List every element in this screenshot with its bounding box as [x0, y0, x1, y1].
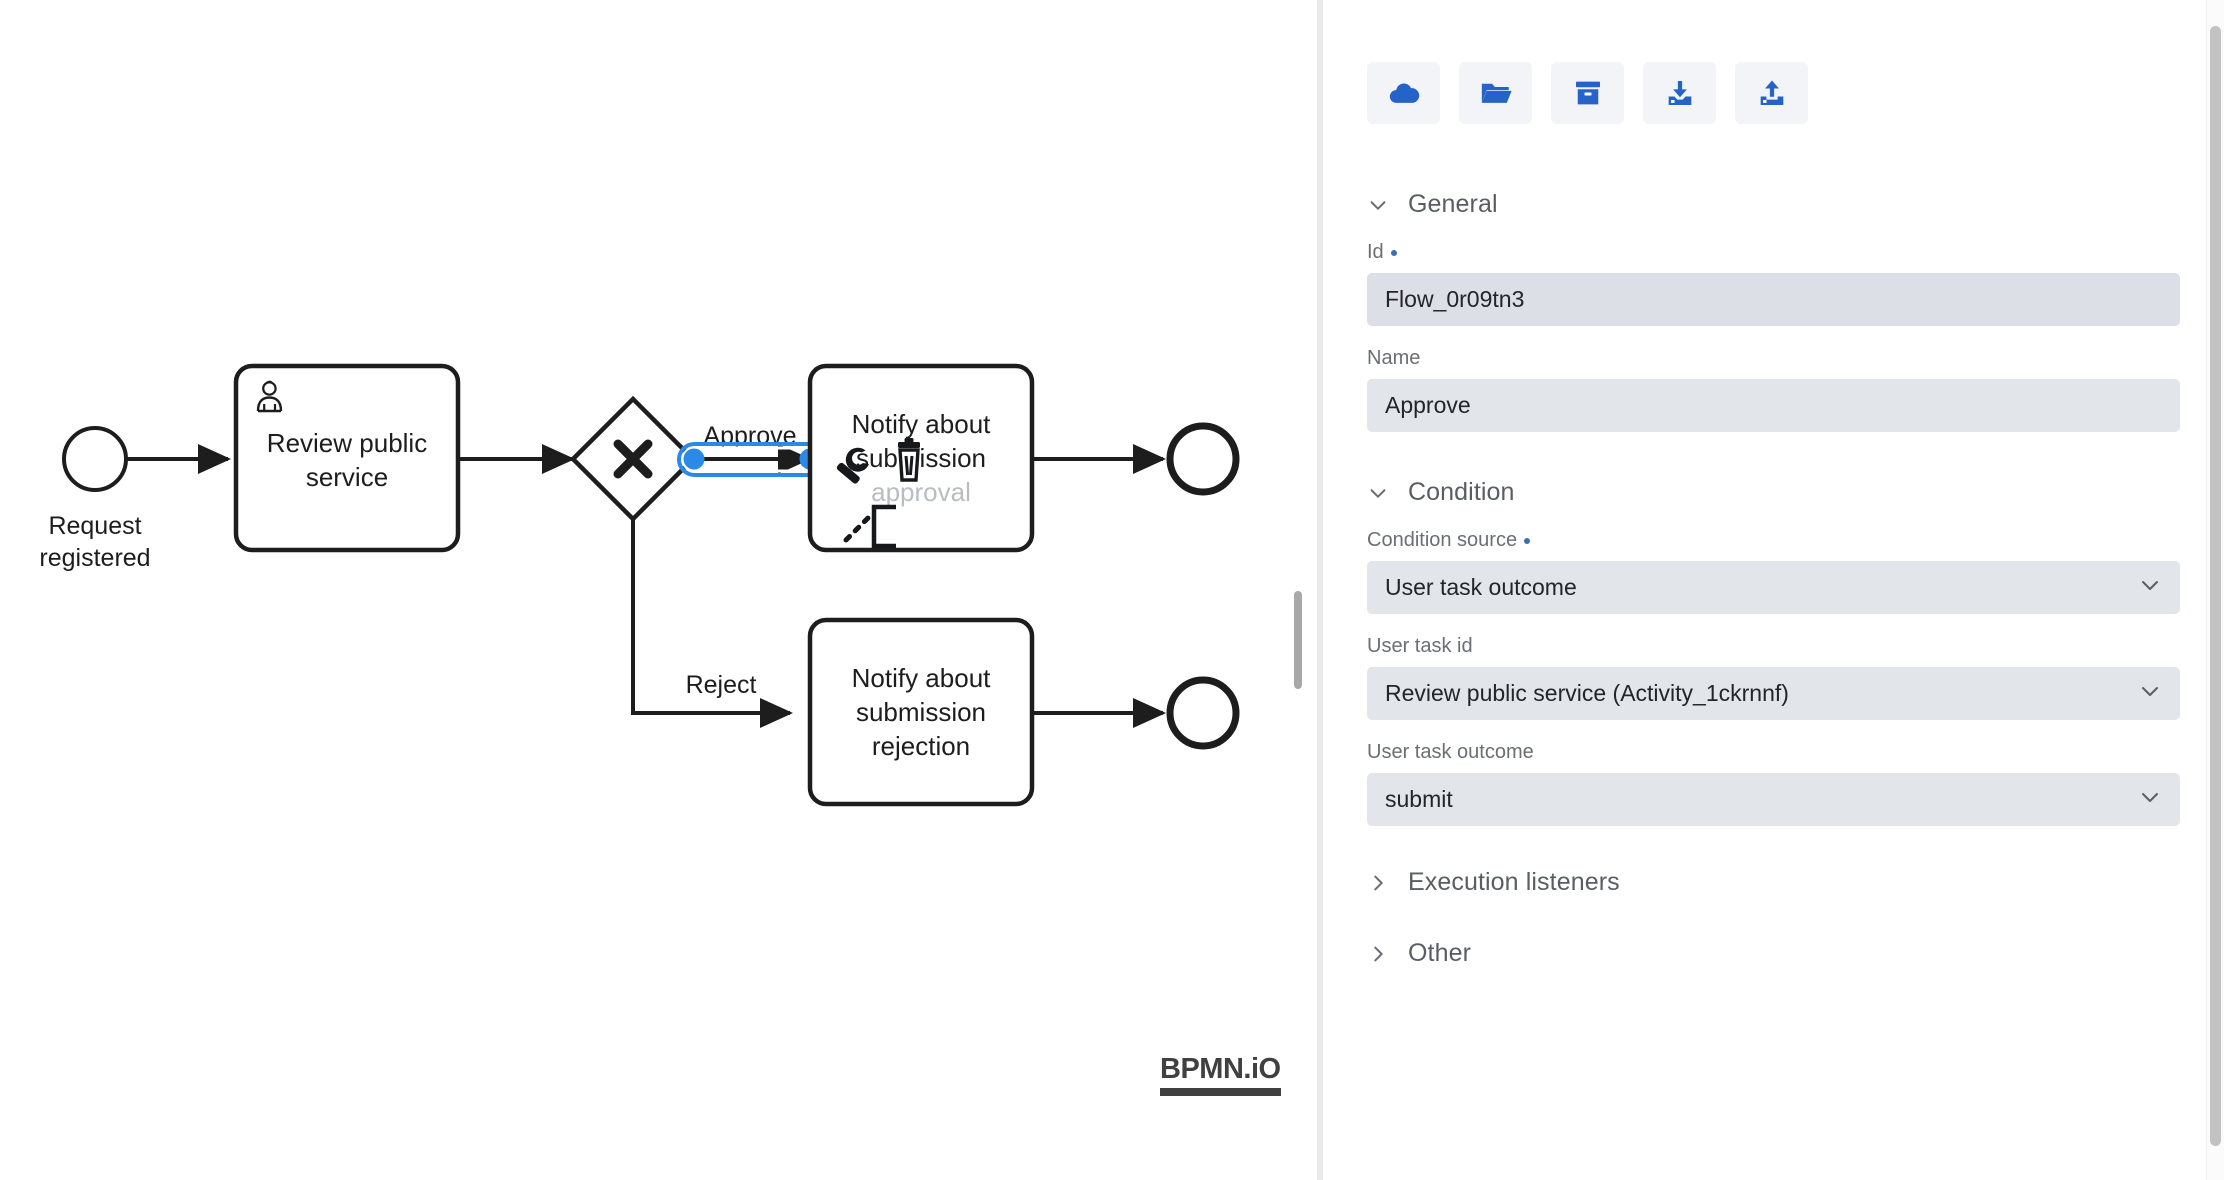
- association-connector-icon[interactable]: [843, 504, 896, 549]
- folder-open-icon: [1479, 76, 1513, 110]
- field-label-user-task-outcome: User task outcome: [1367, 741, 2180, 764]
- task-rejection-label-line1: Notify about: [852, 663, 992, 693]
- field-user-task-id: User task id Review public service (Acti…: [1367, 635, 2180, 720]
- user-task-label-line2: service: [306, 462, 388, 492]
- user-task-outcome-value: submit: [1385, 786, 1453, 812]
- chevron-down-icon: [2138, 785, 2162, 815]
- chevron-right-icon: [1367, 943, 1389, 965]
- open-file-button[interactable]: [1459, 62, 1532, 124]
- section-header-other[interactable]: Other: [1367, 939, 2180, 968]
- start-event-label-line2: registered: [39, 544, 150, 572]
- upload-button[interactable]: [1735, 62, 1808, 124]
- chevron-down-icon: [1367, 194, 1389, 216]
- panel-divider[interactable]: [1317, 0, 1323, 1180]
- canvas-scrollbar[interactable]: [1294, 28, 1310, 1148]
- chevron-down-icon: [2138, 679, 2162, 709]
- section-header-general[interactable]: General: [1367, 190, 2180, 219]
- end-event-approval[interactable]: [1166, 422, 1240, 496]
- condition-source-value: User task outcome: [1385, 574, 1577, 600]
- field-label-condition-source-text: Condition source: [1367, 529, 1518, 551]
- exclusive-gateway[interactable]: [569, 395, 697, 523]
- properties-toolbar: [1367, 62, 2180, 124]
- section-header-condition[interactable]: Condition: [1367, 478, 2180, 507]
- user-task-person-icon: [256, 380, 283, 413]
- field-label-id-text: Id: [1367, 241, 1384, 263]
- end-event-rejection[interactable]: [1166, 676, 1240, 750]
- task-rejection-label-line2: submission: [856, 697, 986, 727]
- upload-icon: [1756, 77, 1788, 109]
- deploy-cloud-button[interactable]: [1367, 62, 1440, 124]
- start-event-label-line1: Request: [48, 512, 141, 540]
- field-label-name-text: Name: [1367, 347, 1421, 369]
- field-label-condition-source: Condition source: [1367, 529, 2180, 552]
- cloud-icon: [1387, 76, 1421, 110]
- bpmn-canvas[interactable]: Request registered Review public service: [0, 0, 1317, 1180]
- section-title-general: General: [1408, 190, 1498, 218]
- user-task-id-value: Review public service (Activity_1ckrnnf): [1385, 680, 1789, 706]
- page-scrollbar-thumb[interactable]: [2210, 26, 2221, 1146]
- start-event-request-registered[interactable]: [62, 426, 128, 492]
- task-approval-label-line2: submission: [856, 443, 986, 473]
- chevron-down-icon: [2138, 573, 2162, 603]
- archive-icon: [1572, 77, 1604, 109]
- bpmn-diagram[interactable]: Request registered Review public service: [0, 0, 1317, 1180]
- field-label-user-task-id-text: User task id: [1367, 635, 1473, 657]
- required-dot-icon: [1524, 537, 1531, 544]
- task-notify-submission-rejection[interactable]: Notify about submission rejection: [807, 617, 1035, 807]
- field-id: Id Flow_0r09tn3: [1367, 241, 2180, 326]
- flow-reject[interactable]: [631, 519, 793, 728]
- canvas-scrollbar-thumb[interactable]: [1294, 591, 1302, 689]
- field-label-id: Id: [1367, 241, 2180, 264]
- required-dot-icon: [1390, 249, 1397, 256]
- user-task-review-public-service[interactable]: Review public service: [233, 363, 461, 553]
- user-task-label-line1: Review public: [267, 428, 427, 458]
- field-condition-source: Condition source User task outcome: [1367, 529, 2180, 614]
- field-label-user-task-outcome-text: User task outcome: [1367, 741, 1534, 763]
- field-user-task-outcome: User task outcome submit: [1367, 741, 2180, 826]
- id-input[interactable]: Flow_0r09tn3: [1367, 273, 2180, 326]
- field-label-user-task-id: User task id: [1367, 635, 2180, 658]
- section-title-other: Other: [1408, 939, 1472, 967]
- bpmn-io-logo-bar: [1160, 1088, 1281, 1096]
- flow-reject-label: Reject: [686, 671, 757, 699]
- condition-source-select[interactable]: User task outcome: [1367, 561, 2180, 614]
- task-approval-label-line1: Notify about: [852, 409, 992, 439]
- field-name: Name Approve: [1367, 347, 2180, 432]
- section-header-execution-listeners[interactable]: Execution listeners: [1367, 868, 2180, 897]
- task-approval-label-line3: approval: [871, 477, 971, 507]
- bpmn-io-logo-text: BPMN.iO: [1160, 1053, 1281, 1085]
- wrench-icon[interactable]: [836, 447, 869, 485]
- section-title-execution-listeners: Execution listeners: [1408, 868, 1620, 896]
- task-rejection-label-line3: rejection: [872, 731, 970, 761]
- task-notify-submission-approval[interactable]: Notify about submission approval: [807, 363, 1035, 553]
- download-icon: [1664, 77, 1696, 109]
- user-task-outcome-select[interactable]: submit: [1367, 773, 2180, 826]
- properties-panel: General Id Flow_0r09tn3 Name Approve: [1323, 0, 2224, 1180]
- trash-icon[interactable]: [898, 438, 920, 482]
- context-pad[interactable]: [836, 438, 920, 549]
- gateway-x-marker: [613, 439, 653, 479]
- flow-source-handle[interactable]: [683, 448, 705, 470]
- bpmn-io-logo: BPMN.iO: [1160, 1055, 1281, 1096]
- user-task-id-select[interactable]: Review public service (Activity_1ckrnnf): [1367, 667, 2180, 720]
- download-button[interactable]: [1643, 62, 1716, 124]
- archive-button[interactable]: [1551, 62, 1624, 124]
- chevron-down-icon: [1367, 482, 1389, 504]
- page-scrollbar[interactable]: [2206, 0, 2224, 1180]
- name-input[interactable]: Approve: [1367, 379, 2180, 432]
- chevron-right-icon: [1367, 872, 1389, 894]
- field-label-name: Name: [1367, 347, 2180, 370]
- section-title-condition: Condition: [1408, 478, 1515, 506]
